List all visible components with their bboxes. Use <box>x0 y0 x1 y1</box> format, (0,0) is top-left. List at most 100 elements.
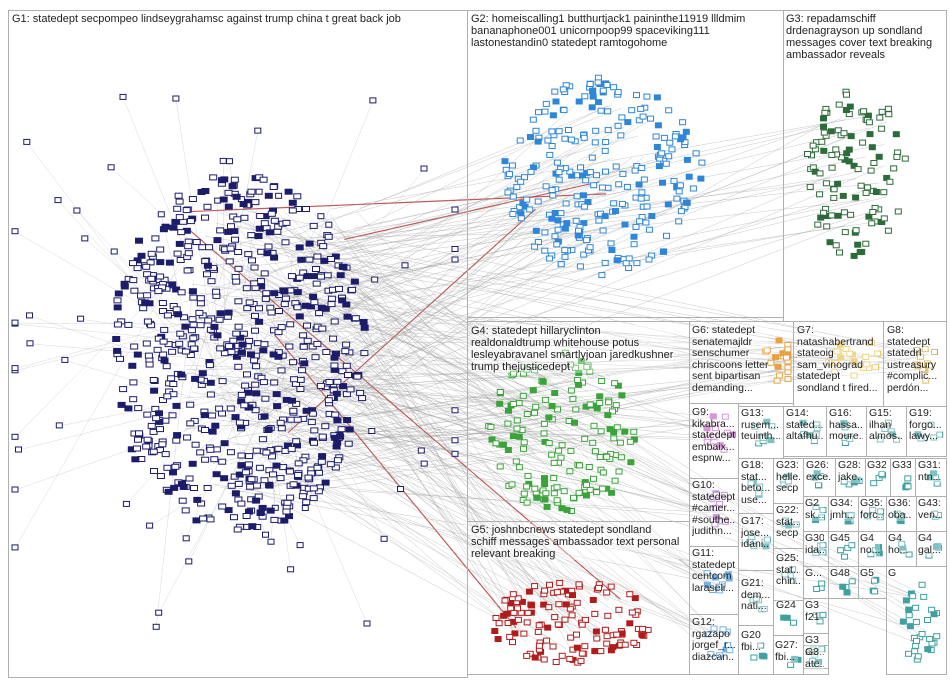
node-g2 <box>589 155 595 160</box>
node-g1 <box>197 301 204 306</box>
node-g1 <box>273 463 280 468</box>
node-g5 <box>631 640 637 645</box>
node-gb <box>934 634 940 639</box>
node-g2 <box>566 128 572 133</box>
node-g1 <box>165 489 172 494</box>
node-g4 <box>505 448 511 453</box>
node-g1 <box>243 286 250 291</box>
node-g6 <box>785 376 791 381</box>
node-outlier <box>220 158 226 163</box>
node-g1 <box>143 264 150 269</box>
node-g1 <box>248 233 255 238</box>
group-label-g2b: G2 sk... <box>805 498 824 521</box>
node-g1 <box>271 380 278 385</box>
node-g3 <box>848 134 854 139</box>
node-g1 <box>334 458 341 463</box>
node-g1 <box>164 465 171 470</box>
node-g1 <box>282 240 289 245</box>
group-label-g5b: G5 <box>860 568 874 580</box>
node-g1 <box>189 317 196 322</box>
node-g2 <box>677 183 683 188</box>
node-gb <box>907 624 913 629</box>
node-gb <box>906 613 912 618</box>
node-g3 <box>894 154 900 159</box>
node-g1 <box>265 427 272 432</box>
group-label-g43: G43: ven... <box>918 498 942 521</box>
node-g4 <box>497 390 503 395</box>
group-label-g3: G3: repadamschiff drdenagrayson up sondl… <box>786 13 932 61</box>
node-g4 <box>582 436 588 441</box>
node-g1 <box>150 378 157 383</box>
node-g1 <box>231 515 238 520</box>
node-g1 <box>214 333 221 338</box>
node-g5 <box>627 592 633 597</box>
node-g2 <box>530 117 536 122</box>
node-g2 <box>674 196 680 201</box>
node-g3 <box>831 187 837 192</box>
node-g4 <box>598 429 604 434</box>
node-g5 <box>493 616 499 621</box>
node-g3 <box>821 116 827 121</box>
node-g5 <box>590 598 596 603</box>
node-g1 <box>214 238 221 243</box>
node-g1 <box>308 420 315 425</box>
node-g1 <box>296 314 303 319</box>
node-g3 <box>869 221 875 226</box>
group-label-gh: G4 ho... <box>888 533 908 556</box>
node-g2 <box>556 129 562 134</box>
node-g6 <box>785 365 791 370</box>
node-g2 <box>624 184 630 189</box>
node-g1 <box>197 323 204 328</box>
node-g2 <box>561 108 567 113</box>
node-g1 <box>274 404 281 409</box>
node-g1 <box>216 317 223 322</box>
node-g3 <box>881 190 887 195</box>
node-g1 <box>270 472 277 477</box>
node-g1 <box>176 341 183 346</box>
node-g4 <box>532 410 538 415</box>
node-g1 <box>343 342 350 347</box>
node-g2 <box>631 234 637 239</box>
node-g3 <box>823 181 829 186</box>
node-g1 <box>225 204 232 209</box>
node-g1 <box>174 433 181 438</box>
node-g4 <box>540 379 546 384</box>
node-g1 <box>225 310 232 315</box>
node-outlier <box>24 139 30 144</box>
node-g1 <box>199 371 206 376</box>
node-g5 <box>569 613 575 618</box>
node-g2 <box>587 82 593 87</box>
node-ga <box>819 581 825 586</box>
group-label-g2: G2: homeiscalling1 butthurtjack1 painint… <box>471 13 745 49</box>
node-g4 <box>546 415 552 420</box>
node-g1 <box>310 223 317 228</box>
node-outlier <box>55 198 61 203</box>
node-g1 <box>351 279 358 284</box>
node-outlier <box>56 423 62 428</box>
node-g5 <box>562 617 568 622</box>
node-g1 <box>293 439 300 444</box>
node-g1 <box>333 444 340 449</box>
node-g1 <box>354 374 361 379</box>
node-g1 <box>189 197 196 202</box>
node-g5 <box>640 626 646 631</box>
node-g4 <box>488 424 494 429</box>
node-g2 <box>626 266 632 271</box>
node-g2 <box>611 201 617 206</box>
node-g4 <box>590 440 596 445</box>
node-g1 <box>311 440 318 445</box>
group-label-g4: G4: statedept hillaryclinton realdonaldt… <box>471 325 673 373</box>
node-g1 <box>275 330 282 335</box>
node-g1 <box>331 363 338 368</box>
node-g2 <box>616 182 622 187</box>
node-g2 <box>603 169 609 174</box>
group-label-gb: G <box>888 568 896 580</box>
node-g5 <box>529 603 535 608</box>
node-g3 <box>866 120 872 125</box>
node-g5 <box>596 585 602 590</box>
node-g1 <box>148 251 155 256</box>
node-g1 <box>256 465 263 470</box>
node-g4 <box>576 382 582 387</box>
node-g5 <box>521 631 527 636</box>
node-g1 <box>268 310 275 315</box>
